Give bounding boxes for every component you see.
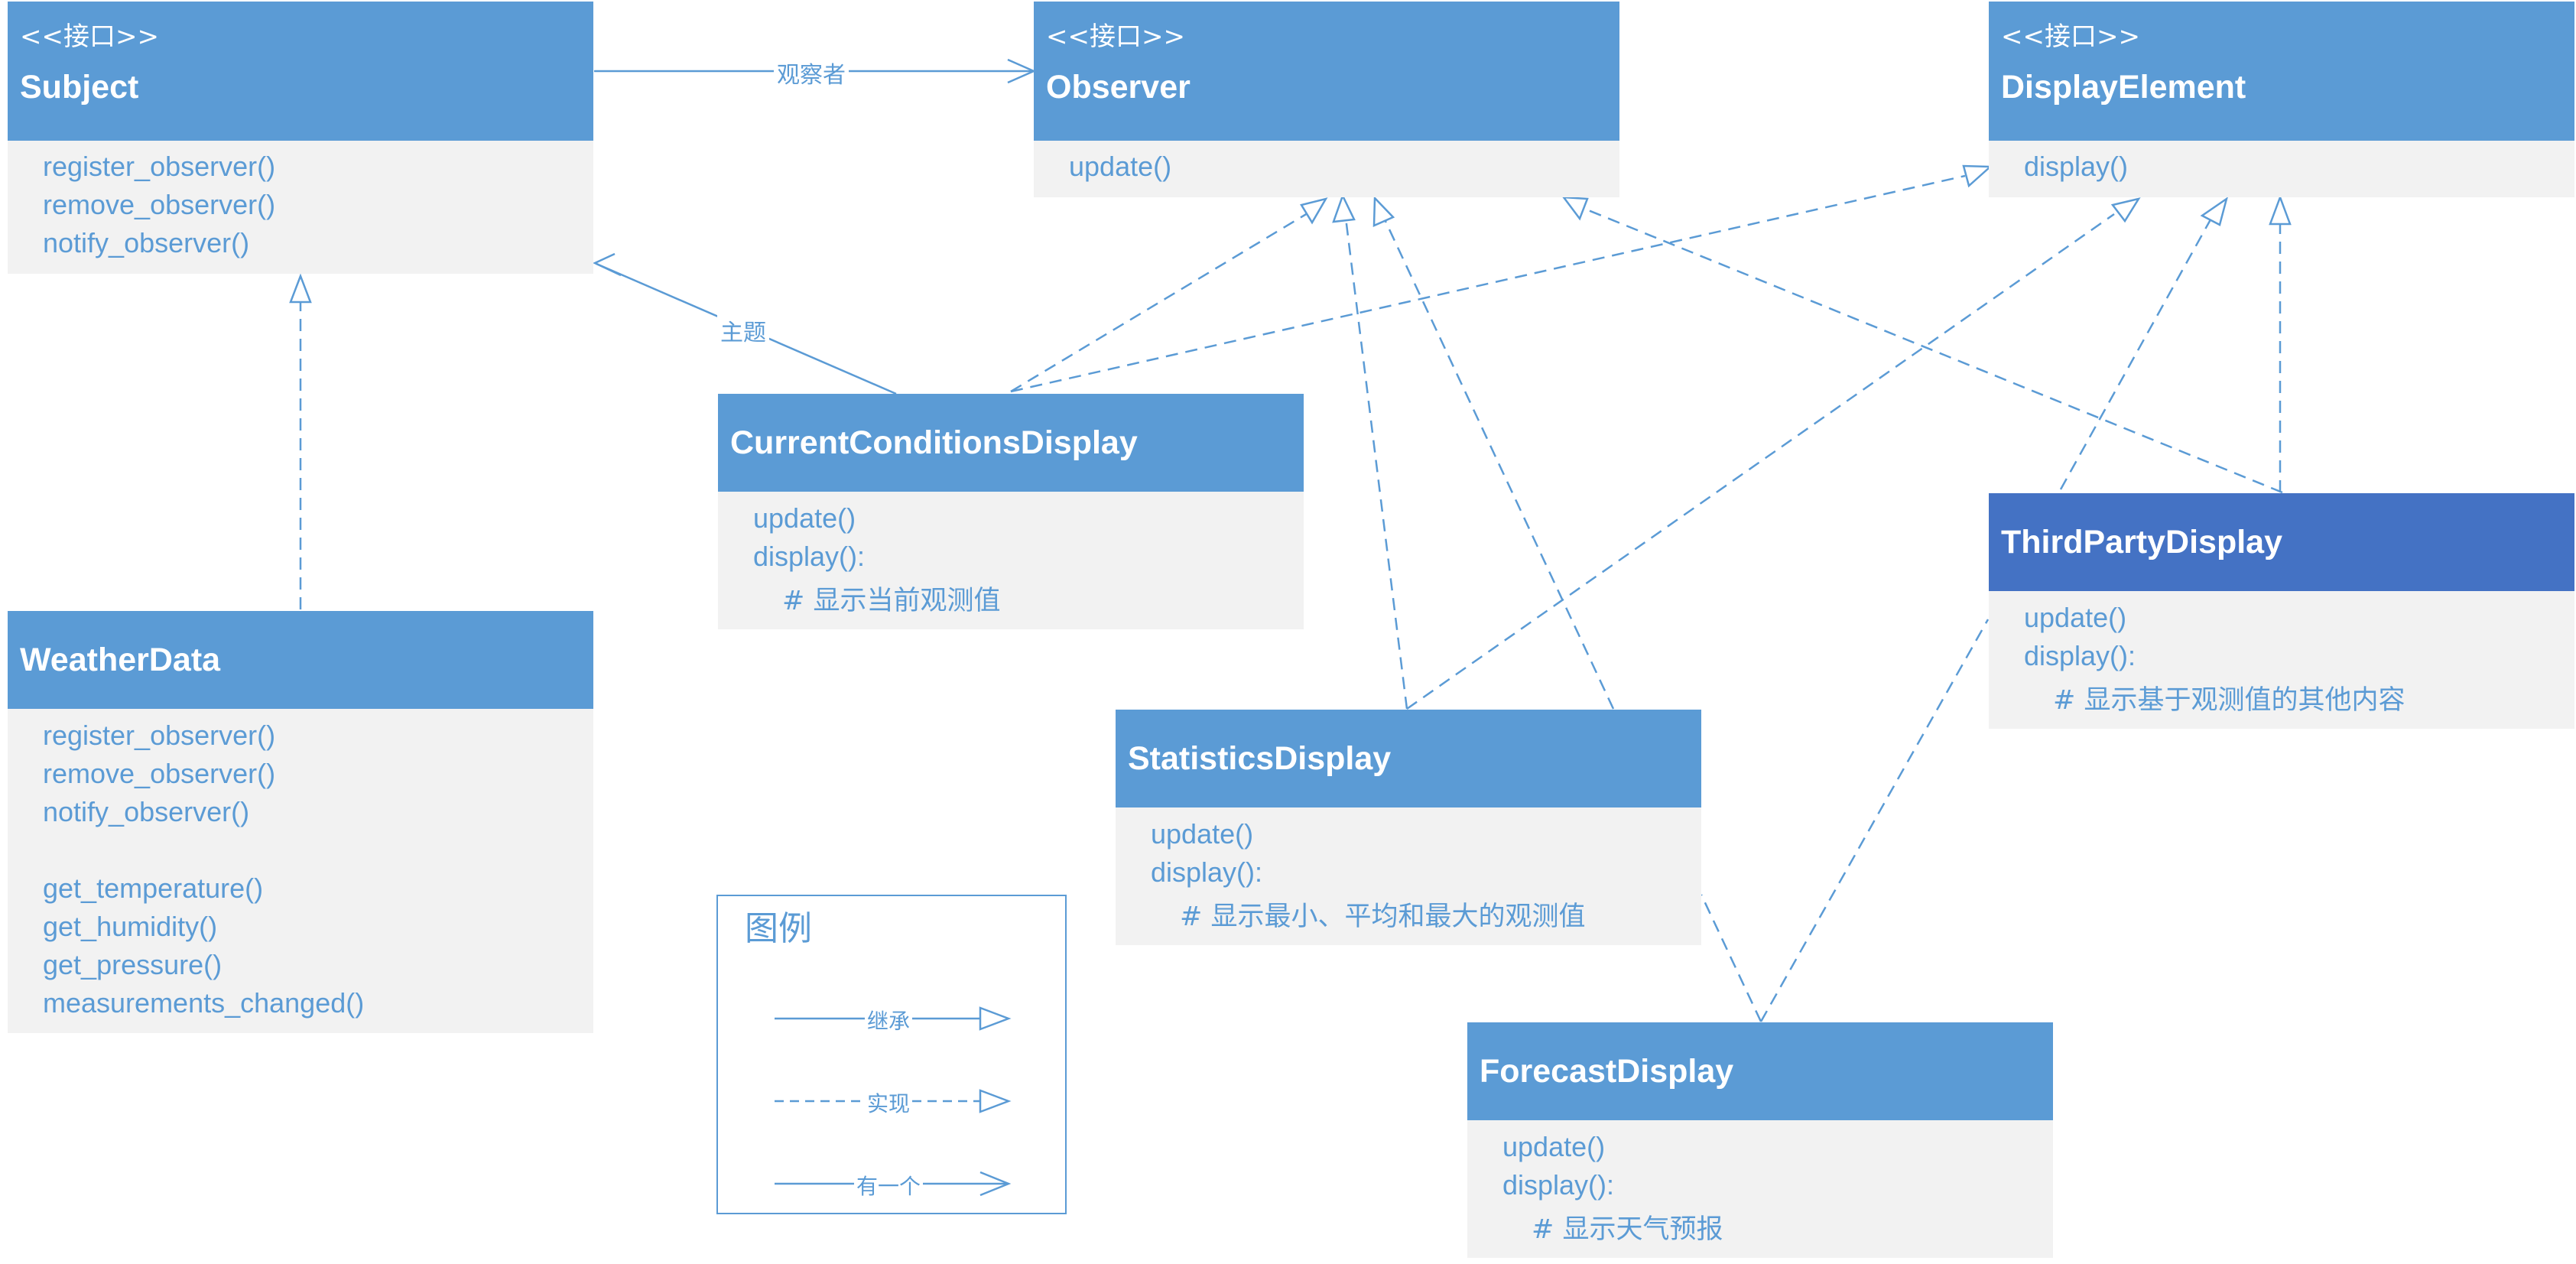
legend-inheritance-arrow [979, 1006, 1012, 1031]
comment-text: # 显示天气预报 [1532, 1214, 1723, 1245]
comment-text: # 显示最小、平均和最大的观测值 [1180, 902, 1586, 932]
method: get_pressure() [43, 949, 223, 980]
legend-realization-arrow [979, 1089, 1012, 1113]
realization-forecast-thirdparty [1759, 619, 1990, 1022]
realization-currentconditions-displayelement [1010, 174, 1966, 393]
method: register_observer() [43, 151, 276, 182]
realization-statistics-observer [1344, 217, 1408, 710]
class-observer[interactable]: <<接口>> Observer update() [1034, 2, 1619, 197]
legend-inheritance-label: 继承 [865, 1005, 913, 1035]
class-third-party-display[interactable]: ThirdPartyDisplay update() display(): # … [1989, 493, 2574, 729]
class-name: ForecastDisplay [1480, 1053, 1734, 1090]
class-weather-data[interactable]: WeatherData register_observer() remove_o… [8, 611, 593, 1033]
stereotype-label: <<接口>> [1046, 21, 1185, 52]
class-observer-methods: update() [1034, 141, 1619, 197]
class-name: Observer [1046, 69, 1191, 106]
method: register_observer() [43, 720, 276, 751]
legend-realization-label: 实现 [865, 1087, 913, 1118]
class-name: StatisticsDisplay [1128, 740, 1392, 777]
class-third-party-display-methods: update() display(): # 显示基于观测值的其他内容 [1989, 591, 2574, 729]
class-name: CurrentConditionsDisplay [730, 424, 1138, 461]
method: notify_observer() [43, 796, 250, 827]
legend-association-arrow [979, 1171, 1012, 1197]
realization-statistics-displayelement [1406, 213, 2115, 710]
realization-thirdparty-observer [1582, 206, 2283, 494]
method: display(): [753, 541, 866, 572]
class-name: Subject [20, 69, 139, 106]
method: display(): [1151, 856, 1263, 888]
comment-text: # 显示当前观测值 [782, 586, 1001, 616]
class-forecast-display[interactable]: ForecastDisplay update() display(): # 显示… [1467, 1022, 2053, 1258]
class-display-element-methods: display() [1989, 141, 2574, 197]
class-subject-methods: register_observer() remove_observer() no… [8, 141, 593, 274]
method: remove_observer() [43, 189, 276, 220]
realization-currentconditions-observer [1010, 212, 1308, 393]
class-display-element[interactable]: <<接口>> DisplayElement display() [1989, 2, 2574, 197]
class-observer-header: <<接口>> Observer [1034, 2, 1619, 141]
method: notify_observer() [43, 227, 250, 258]
edge-label-subject: 主题 [717, 314, 769, 347]
class-name: WeatherData [20, 642, 221, 678]
class-display-element-header: <<接口>> DisplayElement [1989, 2, 2574, 141]
class-forecast-display-methods: update() display(): # 显示天气预报 [1467, 1120, 2053, 1258]
class-current-conditions-display-header: CurrentConditionsDisplay [718, 394, 1304, 492]
class-weather-data-methods: register_observer() remove_observer() no… [8, 709, 593, 1033]
method: get_humidity() [43, 911, 218, 942]
method: get_temperature() [43, 872, 264, 904]
realization-thirdparty-displayelement-a [2059, 213, 2215, 490]
comment-text: # 显示基于观测值的其他内容 [2053, 685, 2405, 716]
method: update() [753, 502, 856, 534]
method: measurements_changed() [43, 987, 365, 1019]
class-statistics-display[interactable]: StatisticsDisplay update() display(): # … [1116, 710, 1701, 945]
stereotype-label: <<接口>> [20, 21, 159, 52]
realization-forecast-statistics [1700, 894, 1762, 1022]
class-forecast-display-header: ForecastDisplay [1467, 1022, 2053, 1120]
method: update() [2024, 602, 2127, 633]
method: display(): [1502, 1169, 1615, 1201]
class-subject[interactable]: <<接口>> Subject register_observer() remov… [8, 2, 593, 274]
class-current-conditions-display[interactable]: CurrentConditionsDisplay update() displa… [718, 394, 1304, 629]
class-weather-data-header: WeatherData [8, 611, 593, 709]
class-current-conditions-display-methods: update() display(): # 显示当前观测值 [718, 492, 1304, 629]
legend-lines [775, 1006, 1012, 1197]
method: remove_observer() [43, 758, 276, 789]
arrowheads [289, 164, 2292, 304]
method-comment: # 显示当前观测值 [782, 579, 1000, 618]
method: update() [1151, 818, 1254, 850]
stereotype-label: <<接口>> [2001, 21, 2140, 52]
method: display(): [2024, 640, 2136, 671]
class-statistics-display-methods: update() display(): # 显示最小、平均和最大的观测值 [1116, 807, 1701, 945]
method: update() [1502, 1131, 1606, 1162]
method: display() [2024, 151, 2129, 182]
edge-label-observer: 观察者 [774, 56, 849, 89]
realization-forecast-observer [1382, 217, 1615, 710]
class-name: DisplayElement [2001, 69, 2246, 106]
class-subject-header: <<接口>> Subject [8, 2, 593, 141]
class-statistics-display-header: StatisticsDisplay [1116, 710, 1701, 807]
legend-association-label: 有一个 [854, 1170, 924, 1201]
method-comment: # 显示基于观测值的其他内容 [2053, 678, 2405, 717]
method-comment: # 显示最小、平均和最大的观测值 [1180, 895, 1585, 934]
legend: 图例 继承 实现 有一个 [716, 895, 1067, 1214]
method-comment: # 显示天气预报 [1532, 1207, 1723, 1246]
class-third-party-display-header: ThirdPartyDisplay [1989, 493, 2574, 591]
class-name: ThirdPartyDisplay [2001, 524, 2282, 561]
method: update() [1069, 151, 1172, 182]
legend-title: 图例 [745, 909, 812, 948]
